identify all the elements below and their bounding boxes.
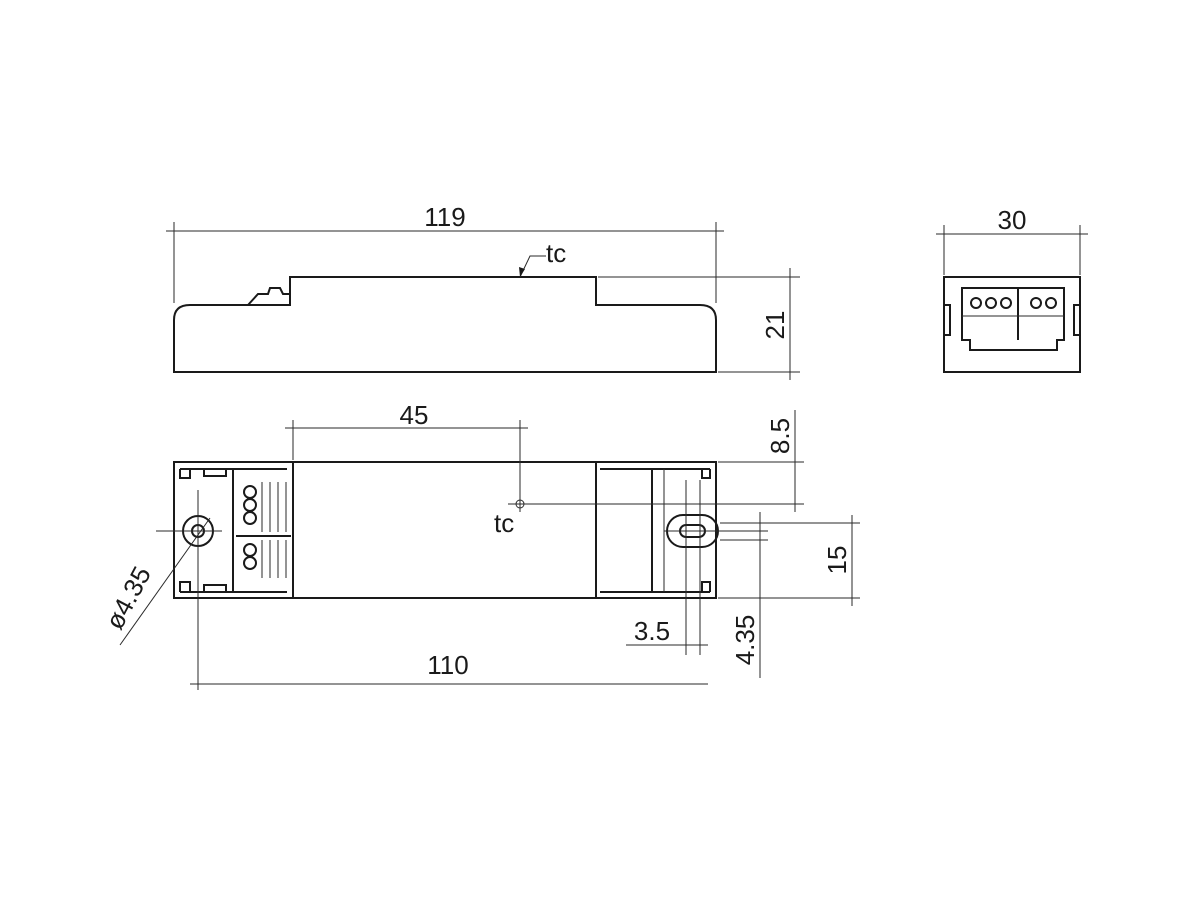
left-terminal-ribs	[261, 482, 287, 578]
tc-top-label: tc	[494, 508, 514, 538]
dim-21-label: 21	[760, 311, 790, 340]
left-terminal-block	[174, 461, 294, 599]
dim-4-35-label: 4.35	[730, 615, 760, 666]
dim-hole-leader	[119, 517, 211, 646]
dim-hole-label: ø4.35	[99, 561, 157, 634]
right-terminal-block	[595, 461, 716, 599]
left-terminal-bottom-notch	[179, 581, 191, 592]
mounting-slot-outer	[666, 514, 719, 548]
left-terminal-top-tab	[203, 469, 227, 477]
left-terminal-bottom-tab	[203, 584, 227, 592]
end-view-screws	[970, 297, 1057, 309]
end-view: 30	[936, 205, 1088, 373]
left-terminal-screws	[243, 485, 257, 570]
right-terminal-bottom-notch	[701, 581, 711, 592]
side-view-outline	[173, 276, 717, 373]
top-view-outline	[173, 461, 717, 599]
mounting-slot-inner	[679, 524, 706, 538]
dim-119-label: 119	[424, 202, 465, 232]
side-view: tc 119 21	[166, 202, 800, 380]
left-terminal-top-notch	[179, 469, 191, 479]
side-view-clip	[247, 287, 290, 306]
tc-side-label: tc	[546, 238, 566, 268]
end-view-left-notch	[944, 304, 951, 336]
top-view: tc 45 8.5 15 4.35 3.5 ø4.35	[99, 400, 860, 690]
tc-side-leader	[519, 255, 546, 278]
tc-side-arrow	[519, 267, 525, 277]
dim-30-label: 30	[998, 205, 1027, 235]
dim-110-label: 110	[427, 650, 468, 680]
dim-15-label: 15	[822, 546, 852, 575]
dim-3-5-label: 3.5	[634, 616, 670, 646]
dim-8-5-label: 8.5	[765, 418, 795, 454]
end-view-terminal	[961, 287, 1065, 351]
right-terminal-top-notch	[701, 469, 711, 479]
end-view-right-notch	[1073, 304, 1080, 336]
dim-45-label: 45	[400, 400, 429, 430]
end-view-outline	[943, 276, 1081, 373]
